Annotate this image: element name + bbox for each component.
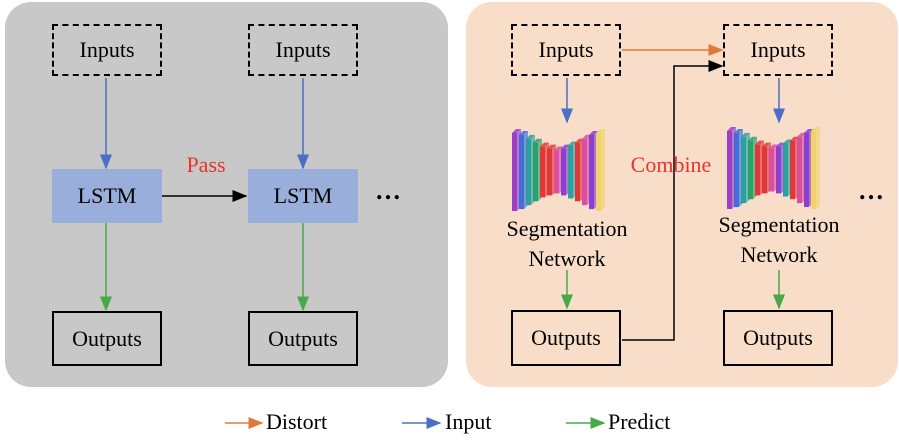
inputs-box: Inputs xyxy=(52,24,162,76)
network-layer xyxy=(533,142,538,202)
segmentation-network-label: Segmentation Network xyxy=(699,210,859,270)
network-layer-top xyxy=(568,141,577,146)
outputs-box: Outputs xyxy=(511,310,621,366)
ellipsis: … xyxy=(375,176,402,205)
network-layer-top xyxy=(540,142,549,147)
network-layer-top xyxy=(727,127,736,131)
ellipsis: … xyxy=(858,176,885,205)
combine-label: Combine xyxy=(630,152,712,177)
lstm-box: LSTM xyxy=(52,169,162,223)
network-layer xyxy=(783,143,788,197)
network-layer-top xyxy=(734,128,743,133)
network-layer-top xyxy=(776,142,785,147)
lstm-box: LSTM xyxy=(248,169,358,223)
segmentation-network-label-line1: Segmentation xyxy=(506,216,628,241)
inputs-box: Inputs xyxy=(511,24,621,76)
network-layer-top xyxy=(575,138,584,143)
legend-distort-label: Distort xyxy=(266,409,328,434)
network-layer xyxy=(575,142,580,202)
network-layer-top xyxy=(769,144,778,149)
network-layer-top xyxy=(554,146,563,151)
network-layer-top xyxy=(755,140,764,145)
network-layer xyxy=(748,140,753,200)
network-layer xyxy=(582,138,587,206)
inputs-box: Inputs xyxy=(723,24,833,76)
network-layer-top xyxy=(533,138,542,143)
network-layer-top xyxy=(582,134,591,139)
network-layer xyxy=(727,131,732,209)
network-layer-top xyxy=(589,130,598,135)
network-layer xyxy=(596,133,601,211)
outputs-box: Outputs xyxy=(52,311,162,366)
network-layer-top xyxy=(762,142,771,147)
network-layer xyxy=(804,132,809,208)
network-layer-top xyxy=(596,129,605,133)
network-layer xyxy=(811,131,816,209)
segmentation-network-label-line2: Network xyxy=(740,242,818,267)
network-layer-depth xyxy=(601,129,605,211)
segmentation-network-label-line1: Segmentation xyxy=(718,212,840,237)
network-layer xyxy=(797,136,802,204)
network-layer-top xyxy=(783,139,792,144)
inputs-box: Inputs xyxy=(248,24,358,76)
legend-input-label: Input xyxy=(445,409,492,434)
network-layer-top xyxy=(811,127,820,131)
network-layer xyxy=(540,146,545,198)
network-layer xyxy=(512,133,517,211)
combine-arrow xyxy=(622,60,724,341)
network-layer xyxy=(568,145,573,199)
segmentation-network-label: Segmentation Network xyxy=(487,214,647,274)
network-layer xyxy=(526,138,531,206)
network-layer xyxy=(741,136,746,204)
outputs-box: Outputs xyxy=(723,310,833,366)
segmentation-network-icon xyxy=(727,127,820,209)
legend-predict-label: Predict xyxy=(608,409,671,434)
outputs-box: Outputs xyxy=(248,311,358,366)
network-layer xyxy=(561,148,566,196)
segmentation-network-label-line2: Network xyxy=(528,246,606,271)
network-layer xyxy=(755,144,760,196)
segmentation-network-icon xyxy=(512,129,605,211)
network-layer-top xyxy=(547,144,556,149)
network-layer xyxy=(734,132,739,208)
network-layer xyxy=(769,148,774,192)
network-layer-top xyxy=(748,136,757,141)
network-layer-top xyxy=(790,136,799,141)
network-layer xyxy=(547,148,552,196)
pass-label: Pass xyxy=(186,152,226,177)
network-layer-top xyxy=(741,132,750,137)
network-layer xyxy=(554,150,559,194)
network-layer-top xyxy=(519,130,528,135)
network-layer-top xyxy=(797,132,806,137)
network-layer-top xyxy=(561,144,570,149)
network-layer-top xyxy=(526,134,535,139)
network-layer xyxy=(776,146,781,194)
network-layer xyxy=(790,140,795,200)
network-layer xyxy=(519,134,524,210)
network-layer-depth xyxy=(816,127,820,209)
network-layer xyxy=(589,134,594,210)
network-layer-top xyxy=(512,129,521,133)
network-layer-top xyxy=(804,128,813,133)
network-layer xyxy=(762,146,767,194)
